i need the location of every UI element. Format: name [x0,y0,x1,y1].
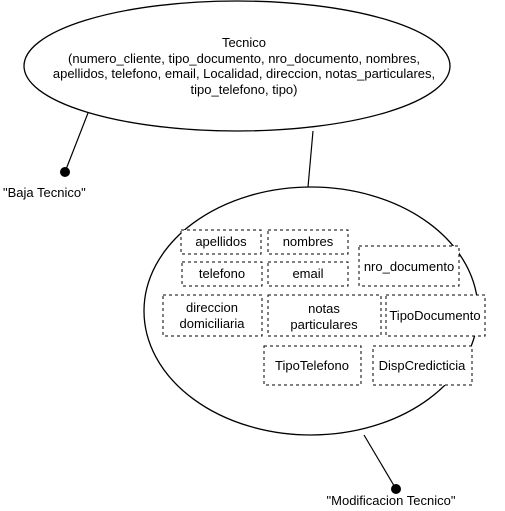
field-tipo-documento[interactable]: TipoDocumento [385,294,486,337]
field-nro-documento[interactable]: nro_documento [358,245,460,287]
field-email[interactable]: email [267,261,349,287]
field-box [263,345,362,386]
field-label-line-2: particulares [290,317,358,332]
modificacion-endpoint-dot [391,484,401,494]
field-box [180,229,262,255]
field-tipo-telefono[interactable]: TipoTelefono [263,345,362,386]
field-notas-particulares[interactable]: notas particulares [267,294,382,337]
modificacion-connector [363,434,397,490]
field-box [181,261,263,287]
entity-attributes-line-2: apellidos, telefono, email, Localidad, d… [53,66,435,81]
entity-ellipse [23,0,451,132]
field-label: email [292,266,323,281]
baja-tecnico-label[interactable]: "Baja Tecnico" [3,185,86,200]
modificacion-tecnico-label[interactable]: "Modificacion Tecnico" [327,493,456,508]
entity-attributes-line-1: (numero_cliente, tipo_documento, nro_doc… [68,51,420,66]
field-box [372,345,473,386]
field-label-line-1: notas [308,301,340,316]
entity-node[interactable]: Tecnico (numero_cliente, tipo_documento,… [23,0,451,132]
field-disp-credicticia[interactable]: DispCredicticia [372,345,473,386]
field-direccion-domiciliaria[interactable]: direccion domiciliaria [162,294,263,337]
field-label: DispCredicticia [379,358,466,373]
baja-endpoint-dot [60,167,70,177]
field-apellidos[interactable]: apellidos [180,229,262,255]
field-box [267,261,349,287]
field-nombres[interactable]: nombres [267,229,349,255]
field-box [267,294,382,337]
field-label: telefono [199,266,245,281]
field-box [267,229,349,255]
field-label-line-2: domiciliaria [179,316,245,331]
entity-modificacion-connector [307,130,314,188]
field-box [358,245,460,287]
field-label: nombres [283,234,334,249]
field-telefono[interactable]: telefono [181,261,263,287]
field-box [385,294,486,337]
baja-connector [64,112,89,173]
field-label-line-1: direccion [186,300,238,315]
entity-title: Tecnico [222,35,266,50]
field-label: nro_documento [364,259,454,274]
field-box [162,294,263,337]
entity-attributes-line-3: tipo_telefono, tipo) [191,82,298,97]
field-label: TipoTelefono [275,358,349,373]
field-label: apellidos [195,234,247,249]
field-label: TipoDocumento [389,308,480,323]
